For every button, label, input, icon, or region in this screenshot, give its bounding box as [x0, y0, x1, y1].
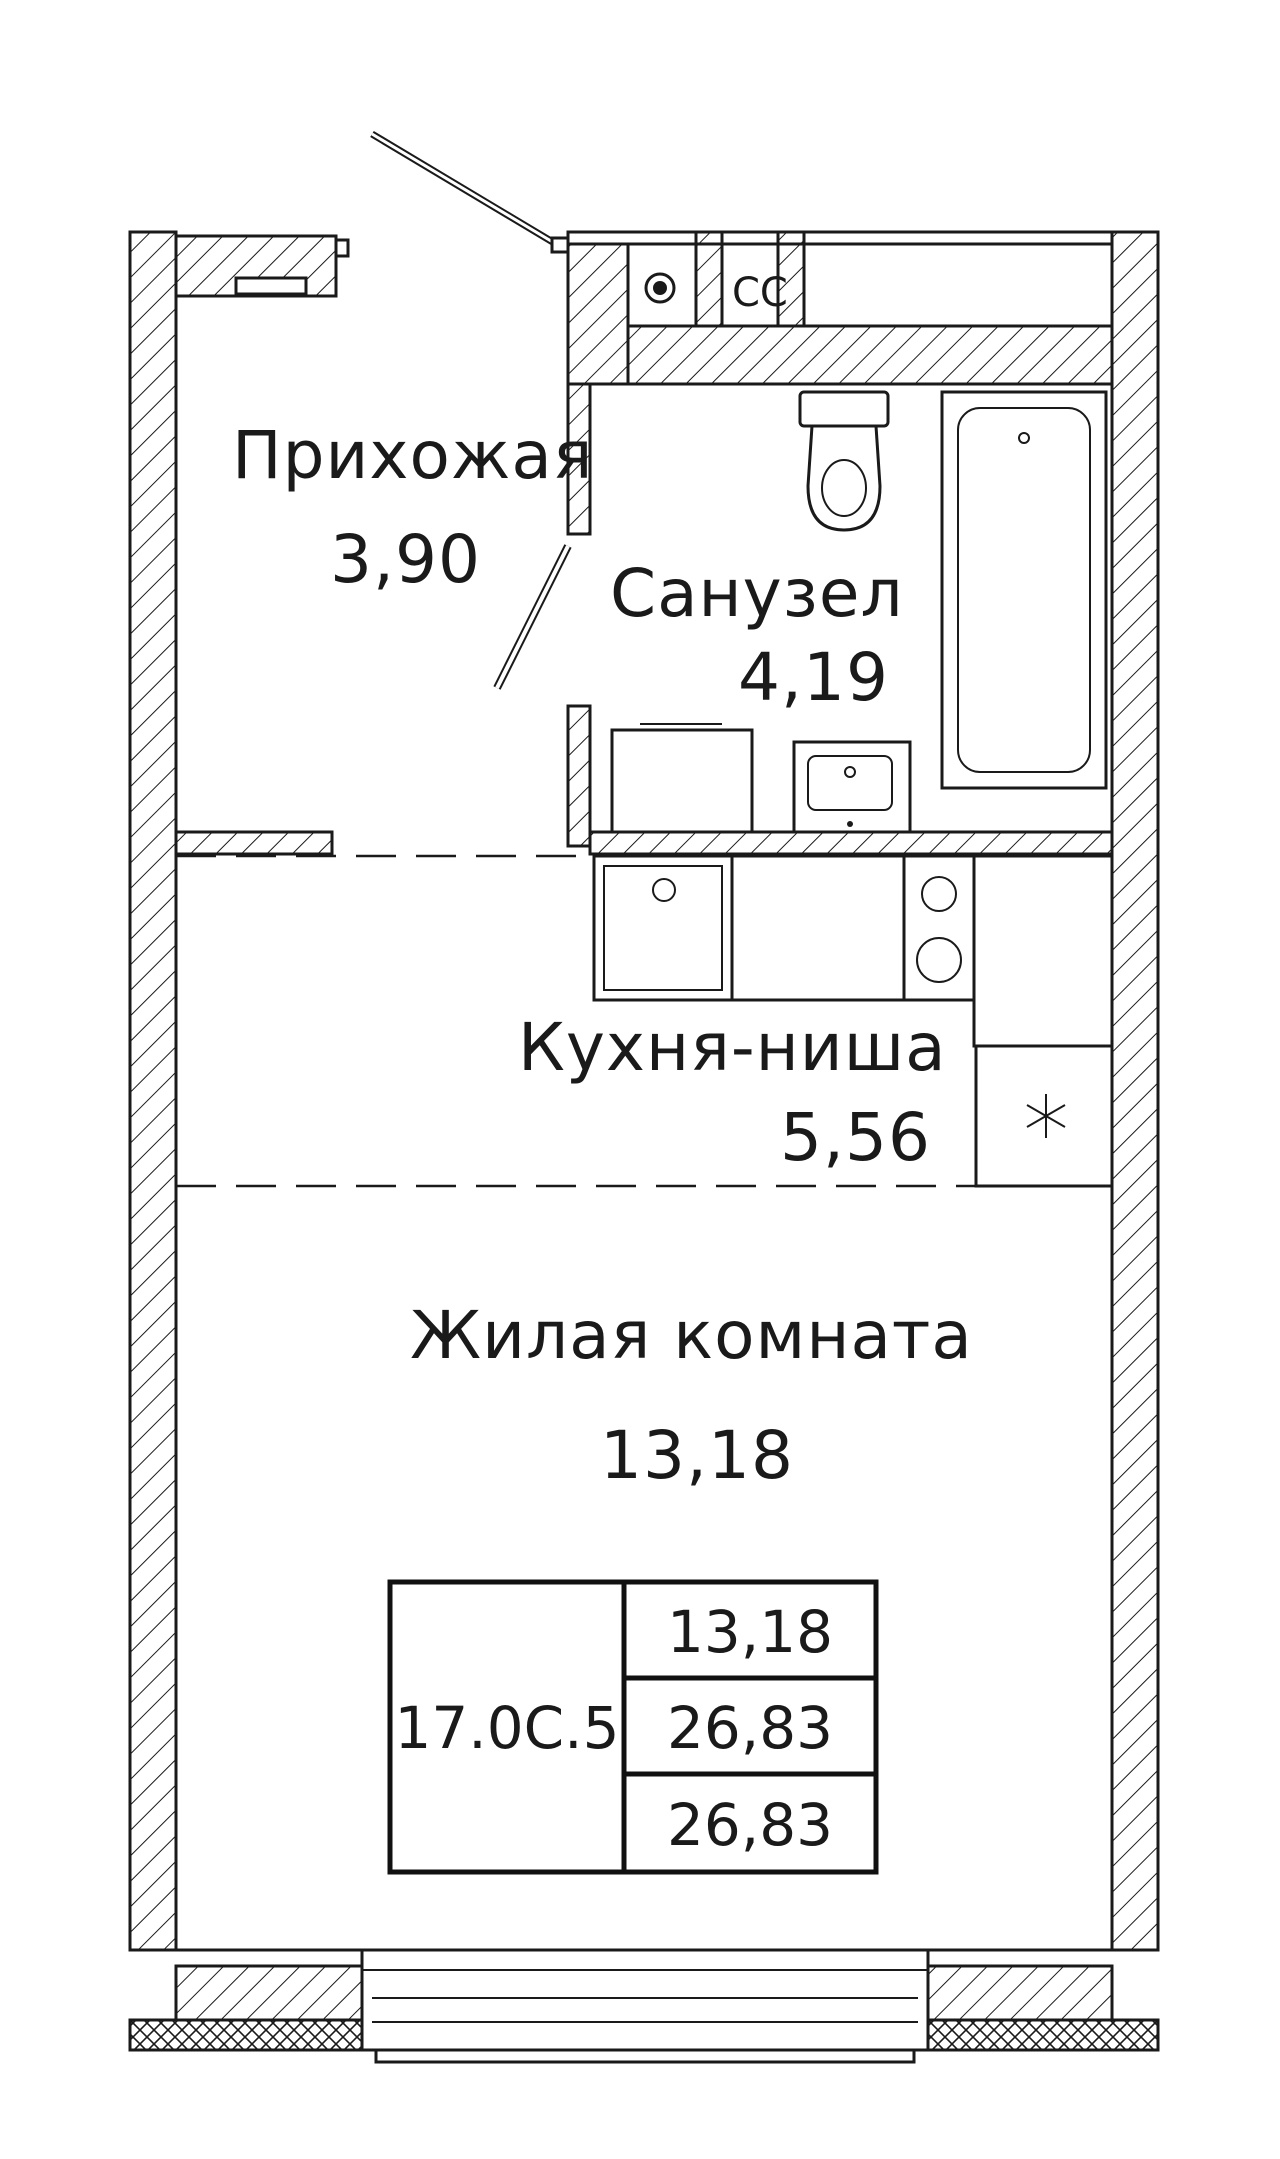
- wall-top-right: [566, 230, 1114, 386]
- shaft-label: СС: [732, 270, 788, 316]
- total-area-balcony-cell: [621, 1771, 879, 1875]
- entrance-door: [370, 130, 570, 254]
- table-living-area: 13,18: [667, 1598, 833, 1666]
- apartment-code-cell: [387, 1579, 627, 1875]
- washing-machine: [610, 723, 754, 834]
- fridge: [974, 1044, 1114, 1188]
- kitchen-stove: [902, 854, 976, 1002]
- total-area-cell: [621, 1675, 879, 1777]
- outer-wall-right: [1110, 230, 1160, 1952]
- table-total-area: 26,83: [667, 1694, 833, 1762]
- hallway-name: Прихожая: [232, 417, 593, 494]
- bathtub: [940, 390, 1108, 790]
- bathroom-door: [493, 544, 572, 690]
- washbasin: [792, 740, 912, 834]
- hallway-area: 3,90: [330, 521, 481, 598]
- kitchen-cabinet: [972, 854, 1114, 1048]
- bathroom-walls: [174, 382, 1114, 856]
- apartment-code: 17.0С.5: [395, 1694, 620, 1762]
- window: [360, 1948, 930, 2064]
- living-area: 13,18: [600, 1417, 794, 1494]
- kitchen-counter: [730, 854, 906, 1002]
- living-area-cell: [621, 1579, 879, 1681]
- kitchen-sink: [592, 854, 734, 1002]
- table-total-area-balcony: 26,83: [667, 1791, 833, 1859]
- toilet: [798, 390, 890, 532]
- bathroom-area: 4,19: [738, 639, 889, 716]
- bathroom-name: Санузел: [610, 555, 904, 632]
- living-name: Жилая комната: [410, 1297, 973, 1374]
- ventilation-shaft: СС: [644, 270, 788, 316]
- kitchen-name: Кухня-ниша: [518, 1009, 947, 1086]
- outer-wall-left: [128, 230, 178, 1952]
- summary-table: 17.0С.5 13,18 26,83 26,83: [387, 1579, 879, 1875]
- wall-top-left: [174, 234, 350, 298]
- kitchen-area: 5,56: [780, 1099, 931, 1176]
